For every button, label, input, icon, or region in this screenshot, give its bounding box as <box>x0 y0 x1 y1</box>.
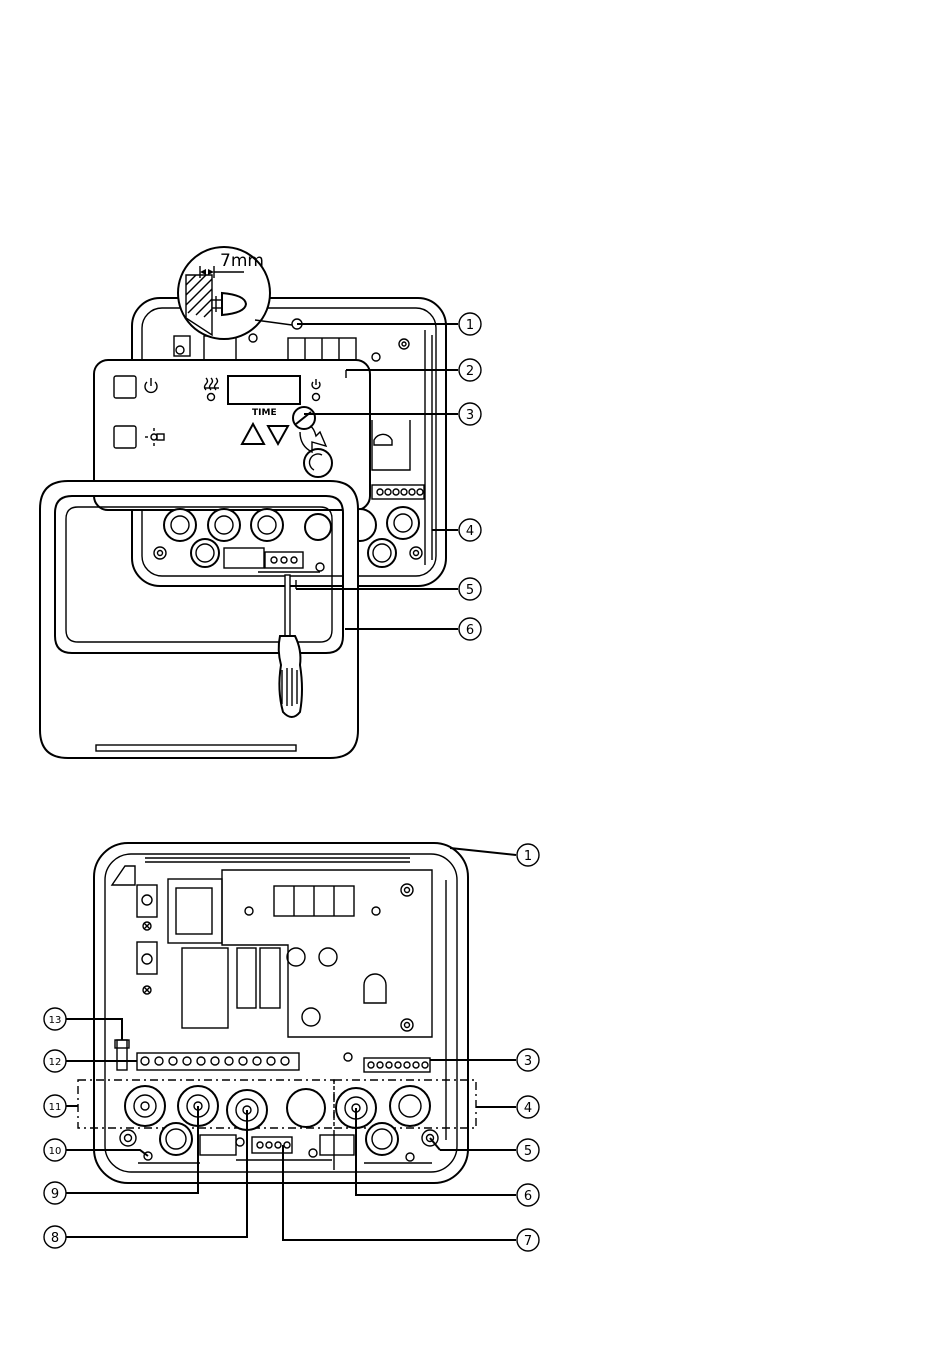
top-callout-4: 4 <box>459 519 481 541</box>
svg-text:5: 5 <box>466 583 474 598</box>
top-callout-1: 1 <box>459 313 481 335</box>
bottom-callout-1: 1 <box>517 844 539 866</box>
top-callout-3: 3 <box>459 403 481 425</box>
svg-text:6: 6 <box>524 1189 532 1204</box>
time-label: TIME <box>252 408 277 418</box>
bottom-callout-12: 12 <box>44 1050 66 1072</box>
bottom-callout-8: 8 <box>44 1226 66 1248</box>
screwdriver <box>279 575 302 717</box>
top-callout-2: 2 <box>459 359 481 381</box>
svg-text:4: 4 <box>466 524 474 539</box>
svg-text:1: 1 <box>466 318 474 333</box>
top-figure: TIME <box>40 247 481 758</box>
bottom-callout-4: 4 <box>517 1096 539 1118</box>
svg-text:11: 11 <box>49 1102 62 1113</box>
top-callout-5: 5 <box>459 578 481 600</box>
svg-text:3: 3 <box>524 1054 532 1069</box>
bottom-callout-13: 13 <box>44 1008 66 1030</box>
bottom-callout-7: 7 <box>517 1229 539 1251</box>
bottom-callout-6: 6 <box>517 1184 539 1206</box>
dimension-7mm: 7mm <box>220 251 264 271</box>
bottom-callout-3: 3 <box>517 1049 539 1071</box>
svg-text:8: 8 <box>51 1231 59 1246</box>
screw-detail-callout: 7mm <box>178 247 292 339</box>
svg-text:4: 4 <box>524 1101 532 1116</box>
bottom-callout-5: 5 <box>517 1139 539 1161</box>
svg-text:2: 2 <box>466 364 474 379</box>
main-pcb <box>222 870 432 1037</box>
svg-text:13: 13 <box>49 1015 62 1026</box>
bottom-figure: 1 3 4 5 6 7 8 9 10 11 12 13 <box>44 843 539 1251</box>
svg-text:1: 1 <box>524 849 532 864</box>
svg-text:3: 3 <box>466 408 474 423</box>
svg-text:6: 6 <box>466 623 474 638</box>
jumper <box>117 1040 127 1070</box>
svg-text:5: 5 <box>524 1144 532 1159</box>
top-callout-6: 6 <box>459 618 481 640</box>
bottom-callout-11: 11 <box>44 1095 66 1117</box>
svg-text:7: 7 <box>524 1234 532 1249</box>
svg-text:9: 9 <box>51 1187 59 1202</box>
svg-text:10: 10 <box>49 1146 62 1157</box>
bottom-callout-10: 10 <box>44 1139 66 1161</box>
bottom-callout-9: 9 <box>44 1182 66 1204</box>
svg-text:12: 12 <box>49 1057 62 1068</box>
